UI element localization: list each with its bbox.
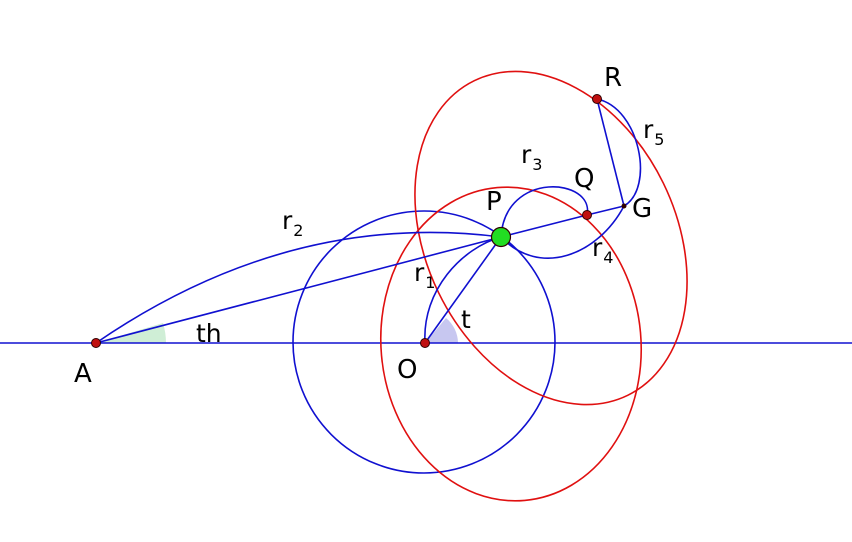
label-r1: r1 <box>414 258 435 292</box>
label-O: O <box>397 355 417 385</box>
point-O[interactable] <box>420 338 430 348</box>
label-R: R <box>604 63 622 93</box>
label-G: G <box>632 194 652 224</box>
segment-O-P <box>424 236 502 344</box>
blue-circle-around-O <box>292 210 556 474</box>
label-P: P <box>486 187 502 217</box>
label-Q: Q <box>574 164 594 194</box>
arc-r4 <box>500 205 625 259</box>
arc-r3 <box>500 186 589 238</box>
segment-A-P <box>95 236 502 344</box>
label-th: th <box>196 319 222 348</box>
label-r3: r3 <box>521 140 542 174</box>
arc-r2 <box>95 231 502 344</box>
point-P[interactable] <box>490 226 512 248</box>
angle-t-wedge <box>425 318 458 343</box>
label-r4: r4 <box>592 233 613 267</box>
label-t: t <box>461 305 471 334</box>
segment-R-G <box>596 98 625 207</box>
red-coupler-curve-upper <box>414 70 688 406</box>
arc-r5 <box>596 98 642 207</box>
label-A: A <box>74 359 92 389</box>
point-G[interactable] <box>621 203 627 209</box>
segment-P-Q <box>500 214 588 238</box>
arc-r1 <box>424 236 502 344</box>
segment-Q-G <box>586 205 625 216</box>
point-A[interactable] <box>91 338 101 348</box>
label-r5: r5 <box>643 115 664 149</box>
point-Q[interactable] <box>582 210 592 220</box>
red-coupler-curve-lower <box>379 186 643 502</box>
point-R[interactable] <box>592 94 602 104</box>
label-r2: r2 <box>282 206 303 240</box>
